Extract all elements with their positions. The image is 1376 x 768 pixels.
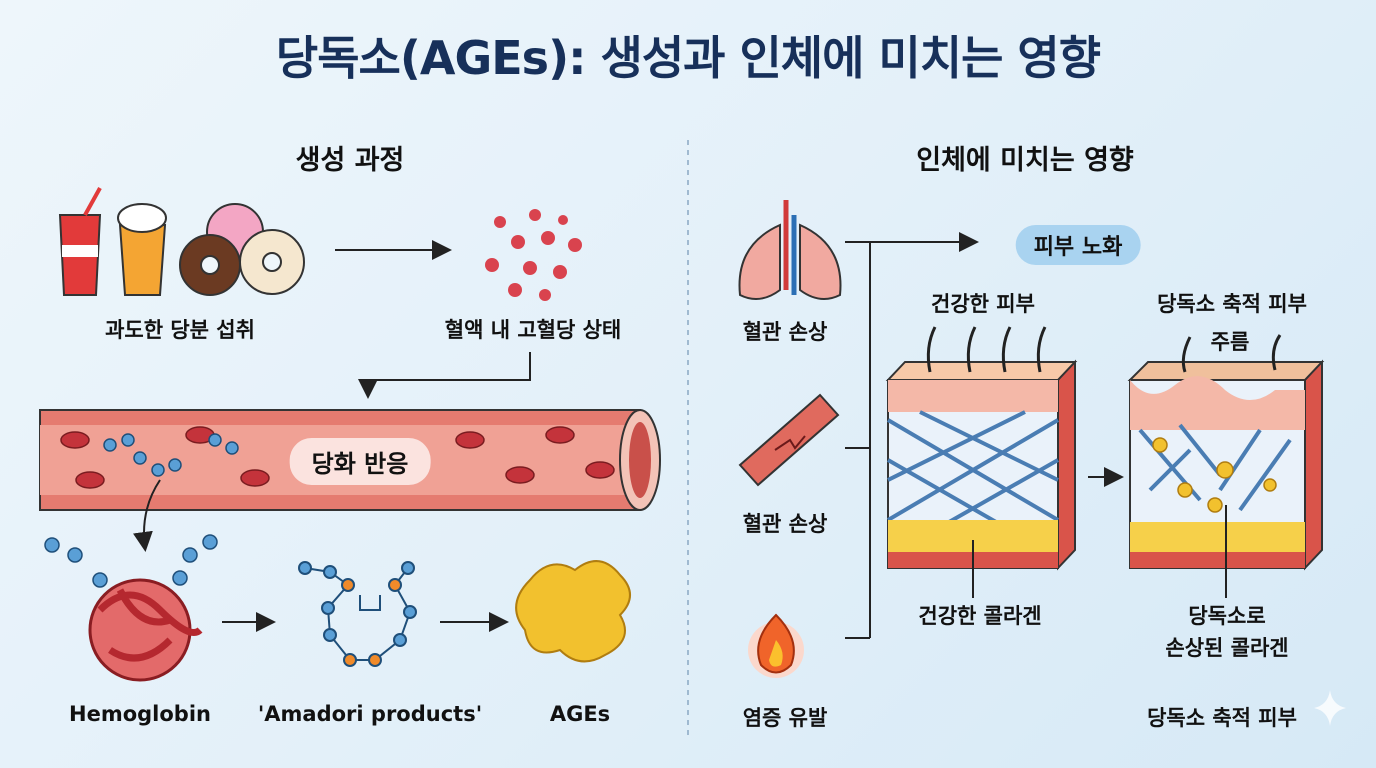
amadori-molecule-icon	[298, 561, 417, 667]
label-vessel-damage-2: 혈관 손상	[742, 512, 828, 536]
connector-lines	[845, 232, 979, 639]
label-damaged-collagen-2: 손상된 콜라겐	[1165, 636, 1289, 660]
ages-skin-icon	[1127, 334, 1325, 598]
arrow	[133, 479, 161, 552]
label-damaged-collagen-1: 당독소로	[1188, 604, 1266, 628]
hemoglobin-icon	[44, 534, 218, 682]
lungs-icon	[738, 200, 842, 300]
healthy-skin-icon	[885, 326, 1078, 598]
label-hemoglobin: Hemoglobin	[69, 702, 211, 726]
sugary-foods-icon	[58, 187, 305, 296]
label-healthy-collagen: 건강한 콜라겐	[918, 604, 1042, 628]
label-amadori: 'Amadori products'	[257, 702, 483, 726]
page-title: 당독소(AGEs): 생성과 인체에 미치는 영향	[275, 31, 1101, 85]
label-footer-ages-skin: 당독소 축적 피부	[1147, 706, 1297, 730]
label-ages: AGEs	[549, 702, 611, 726]
label-glycation: 당화 반응	[289, 438, 431, 485]
label-vessel-damage-1: 혈관 손상	[742, 320, 828, 344]
ages-blob-icon	[515, 560, 631, 663]
label-sugar-intake: 과도한 당분 섭취	[105, 318, 255, 342]
damaged-vessel-icon	[738, 393, 840, 487]
label-ages-skin: 당독소 축적 피부	[1157, 292, 1307, 316]
label-healthy-skin: 건강한 피부	[931, 292, 1035, 316]
label-skin-aging: 피부 노화	[1015, 225, 1141, 265]
section-heading-formation: 생성 과정	[295, 145, 405, 176]
label-hyperglycemia: 혈액 내 고혈당 상태	[444, 318, 622, 342]
arrow	[358, 352, 531, 399]
sparkle-icon	[1314, 690, 1346, 726]
label-wrinkle: 주름	[1210, 330, 1250, 354]
blood-drops-icon	[485, 209, 582, 301]
section-heading-effects: 인체에 미치는 영향	[916, 145, 1134, 176]
flame-icon	[748, 613, 804, 678]
label-inflammation: 염증 유발	[742, 706, 828, 730]
